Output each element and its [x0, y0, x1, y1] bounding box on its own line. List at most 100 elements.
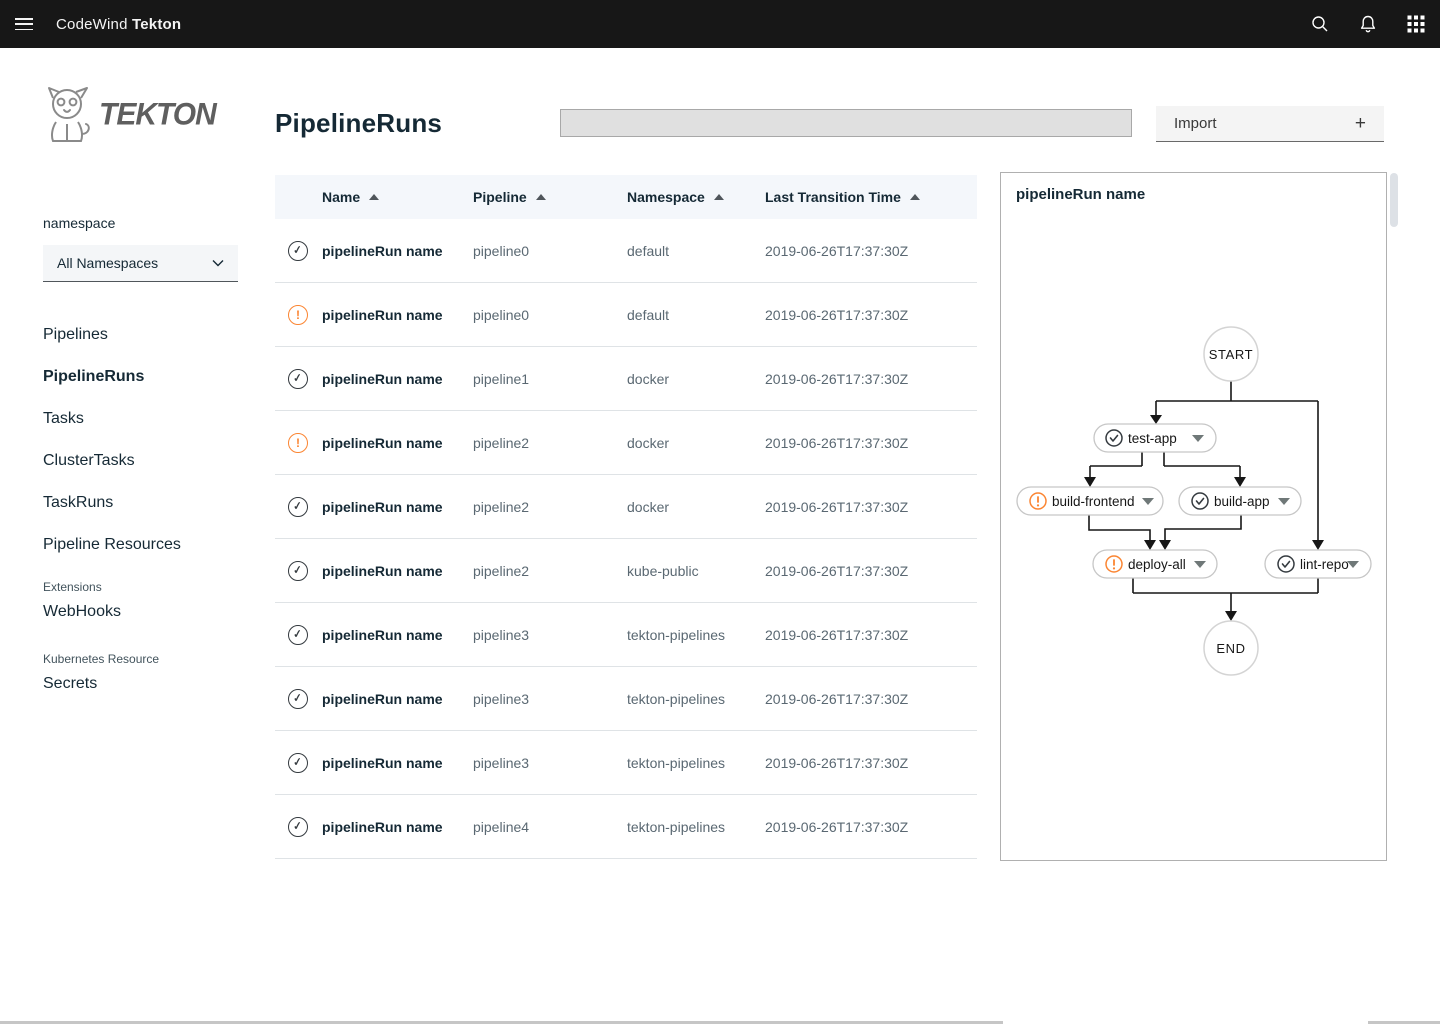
plus-icon: +	[1354, 112, 1366, 134]
horizontal-scrollbar-right[interactable]	[1368, 1021, 1440, 1024]
topbar-actions	[1296, 0, 1440, 48]
hamburger-menu-button[interactable]	[0, 0, 48, 48]
table-row[interactable]: pipelineRun name pipeline4 tekton-pipeli…	[275, 795, 977, 859]
svg-text:test-app: test-app	[1128, 431, 1177, 446]
status-icon	[275, 368, 322, 389]
app-switcher-icon	[1407, 15, 1425, 33]
search-input[interactable]	[560, 109, 1132, 137]
chevron-down-icon	[212, 260, 224, 267]
pipelinerun-name-link[interactable]: pipelineRun name	[322, 370, 443, 387]
arrowhead-icon	[1234, 477, 1246, 487]
pipelinerun-name-link[interactable]: pipelineRun name	[322, 498, 443, 515]
panel-vertical-scrollbar[interactable]	[1390, 173, 1398, 227]
table-row[interactable]: pipelineRun name pipeline0 default 2019-…	[275, 219, 977, 283]
sidebar-item-pipelines[interactable]: Pipelines	[43, 326, 108, 343]
kubernetes-section: Kubernetes Resource Secrets	[43, 652, 159, 693]
bell-icon	[1360, 15, 1376, 33]
sidebar-item-pipeline-resources[interactable]: Pipeline Resources	[43, 536, 181, 553]
table-row[interactable]: pipelineRun name pipeline3 tekton-pipeli…	[275, 667, 977, 731]
panel-title: pipelineRun name	[1016, 186, 1146, 203]
status-icon	[275, 752, 322, 773]
sidebar-nav: Pipelines PipelineRuns Tasks ClusterTask…	[0, 314, 256, 566]
column-header-namespace[interactable]: Namespace	[627, 189, 765, 205]
end-node: END	[1203, 620, 1259, 676]
svg-text:lint-repo: lint-repo	[1300, 557, 1349, 572]
pipelinerun-name-link[interactable]: pipelineRun name	[322, 754, 443, 771]
status-icon	[275, 688, 322, 709]
pipelinerun-name-link[interactable]: pipelineRun name	[322, 626, 443, 643]
pipelinerun-name-link[interactable]: pipelineRun name	[322, 562, 443, 579]
import-button[interactable]: Import +	[1156, 106, 1384, 142]
arrowhead-icon	[1225, 611, 1237, 621]
arrowhead-icon	[1084, 477, 1096, 487]
sidebar-item-webhooks[interactable]: WebHooks	[43, 603, 121, 620]
notifications-button[interactable]	[1344, 0, 1392, 48]
chevron-down-icon	[1142, 498, 1154, 505]
tekton-logo: TEKTON	[43, 84, 217, 146]
pipeline-cell: pipeline3	[473, 690, 530, 707]
tekton-logo-text: TEKTON	[99, 97, 217, 132]
top-header-bar: CodeWind Tekton	[0, 0, 1440, 48]
namespace-cell: default	[627, 306, 670, 323]
pipeline-cell: pipeline3	[473, 754, 530, 771]
time-cell: 2019-06-26T17:37:30Z	[765, 242, 909, 259]
pipeline-cell: pipeline2	[473, 498, 530, 515]
time-cell: 2019-06-26T17:37:30Z	[765, 306, 909, 323]
table-row[interactable]: pipelineRun name pipeline3 tekton-pipeli…	[275, 603, 977, 667]
horizontal-scrollbar[interactable]	[0, 1021, 1003, 1024]
pipeline-cell: pipeline2	[473, 434, 530, 451]
pipelinerun-name-link[interactable]: pipelineRun name	[322, 434, 443, 451]
sidebar-item-tasks[interactable]: Tasks	[43, 410, 84, 427]
edge-start-branch	[1156, 381, 1318, 402]
chevron-down-icon	[1192, 435, 1204, 442]
sidebar-item-clustertasks[interactable]: ClusterTasks	[43, 452, 135, 469]
svg-text:deploy-all: deploy-all	[1128, 557, 1186, 572]
sidebar-item-pipelineruns[interactable]: PipelineRuns	[43, 368, 145, 385]
namespace-cell: docker	[627, 498, 670, 515]
namespace-cell: kube-public	[627, 562, 699, 579]
brand-title: CodeWind Tekton	[56, 16, 181, 33]
column-header-name[interactable]: Name	[322, 189, 473, 205]
pipeline-cell: pipeline3	[473, 626, 530, 643]
namespace-cell: tekton-pipelines	[627, 754, 726, 771]
status-icon	[275, 496, 322, 517]
task-node-build-app[interactable]: build-app	[1178, 486, 1302, 516]
kubernetes-section-label: Kubernetes Resource	[43, 652, 160, 666]
pipelinerun-name-link[interactable]: pipelineRun name	[322, 690, 443, 707]
table-row[interactable]: pipelineRun name pipeline3 tekton-pipeli…	[275, 731, 977, 795]
task-node-build-frontend[interactable]: build-frontend	[1016, 486, 1164, 516]
pipelinerun-name-link[interactable]: pipelineRun name	[322, 306, 443, 323]
column-header-last-transition-time[interactable]: Last Transition Time	[765, 189, 977, 205]
task-node-lint-repo[interactable]: lint-repo	[1264, 549, 1372, 579]
svg-text:build-app: build-app	[1214, 494, 1270, 509]
svg-text:END: END	[1216, 641, 1245, 656]
edge-testapp-out	[1090, 452, 1240, 467]
time-cell: 2019-06-26T17:37:30Z	[765, 498, 909, 515]
chevron-down-icon	[1278, 498, 1290, 505]
search-button[interactable]	[1296, 0, 1344, 48]
column-header-pipeline[interactable]: Pipeline	[473, 189, 627, 205]
sidebar-item-taskruns[interactable]: TaskRuns	[43, 494, 114, 511]
namespace-selector[interactable]: All Namespaces	[43, 245, 238, 282]
table-row[interactable]: pipelineRun name pipeline0 default 2019-…	[275, 283, 977, 347]
table-row[interactable]: pipelineRun name pipeline2 kube-public 2…	[275, 539, 977, 603]
time-cell: 2019-06-26T17:37:30Z	[765, 690, 909, 707]
sidebar-item-secrets[interactable]: Secrets	[43, 675, 98, 692]
namespace-cell: tekton-pipelines	[627, 626, 726, 643]
table-row[interactable]: pipelineRun name pipeline2 docker 2019-0…	[275, 411, 977, 475]
table-header-row: Name Pipeline Namespace Last Transition …	[275, 175, 977, 219]
chevron-down-icon	[1347, 561, 1359, 568]
table-row[interactable]: pipelineRun name pipeline2 docker 2019-0…	[275, 475, 977, 539]
arrowhead-icon	[1144, 540, 1156, 550]
pipelinerun-name-link[interactable]: pipelineRun name	[322, 242, 443, 259]
edge-merge-end	[1132, 578, 1319, 612]
page-title: PipelineRuns	[275, 108, 443, 138]
task-node-deploy-all[interactable]: deploy-all	[1092, 549, 1218, 579]
table-row[interactable]: pipelineRun name pipeline1 docker 2019-0…	[275, 347, 977, 411]
pipelinerun-name-link[interactable]: pipelineRun name	[322, 818, 443, 835]
pipeline-cell: pipeline1	[473, 370, 530, 387]
start-node: START	[1203, 326, 1259, 382]
app-switcher-button[interactable]	[1392, 0, 1440, 48]
task-node-test-app[interactable]: test-app	[1093, 423, 1217, 453]
